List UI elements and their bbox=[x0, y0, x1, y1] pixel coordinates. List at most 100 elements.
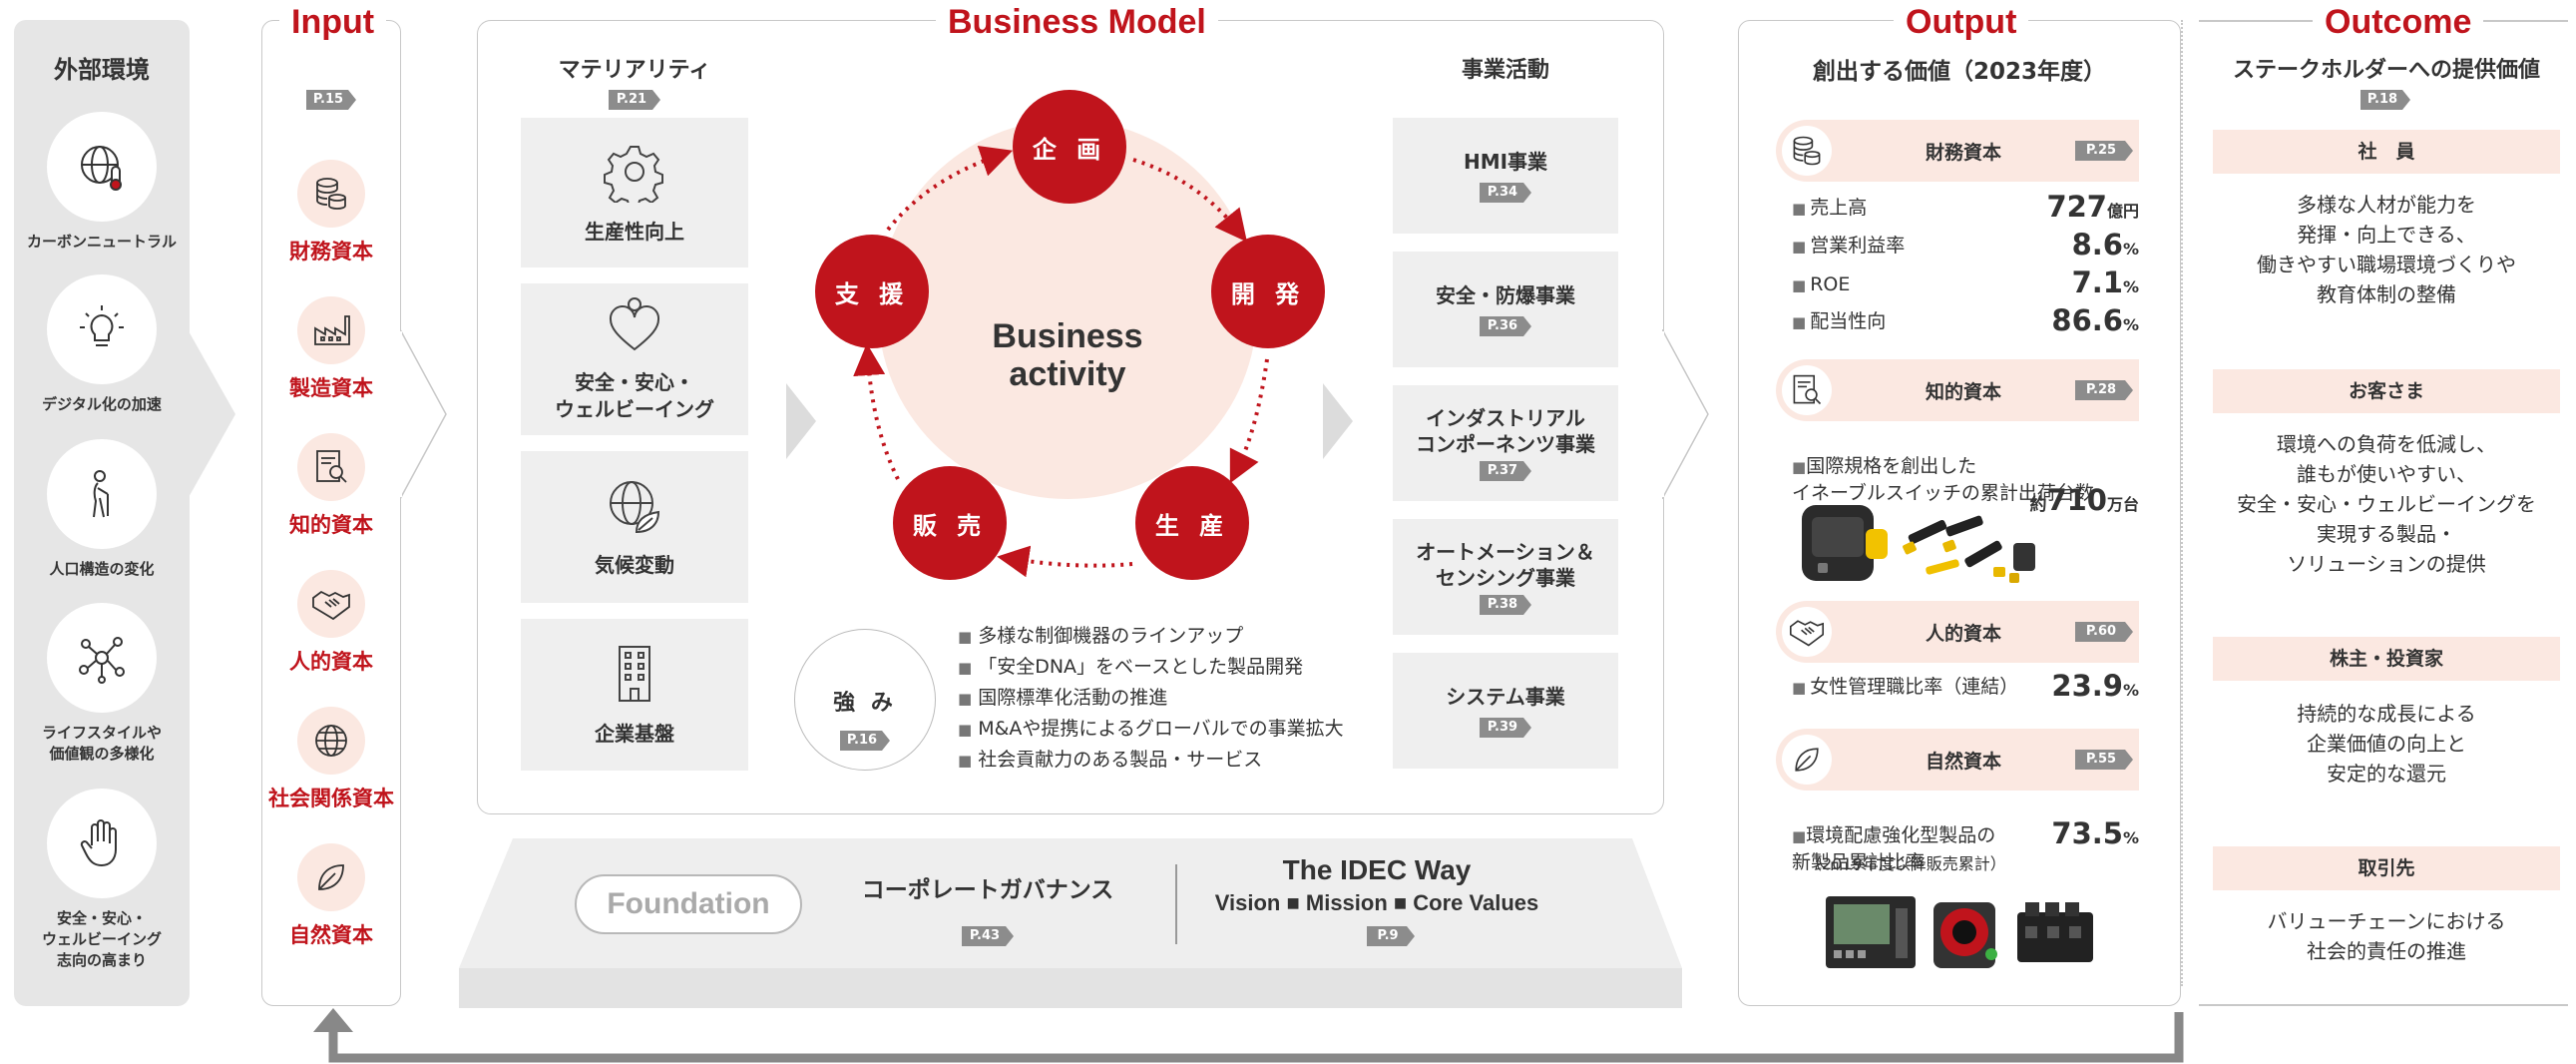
idec-way-subtitle: Vision ■ Mission ■ Core Values bbox=[1214, 890, 1539, 915]
factory-icon bbox=[297, 296, 365, 364]
strength-item: M&Aや提携によるグローバルでの事業拡大 bbox=[958, 714, 1343, 745]
external-label: ライフスタイルや 価値観の多様化 bbox=[41, 724, 162, 763]
input-item-manufacturing: 製造資本 bbox=[261, 296, 401, 402]
business-label: 安全・防爆事業 bbox=[1436, 283, 1575, 307]
gear-icon bbox=[604, 141, 665, 209]
external-item-safety: 安全・安心・ ウェルビーイング 志向の高まり bbox=[14, 789, 190, 971]
materiality-label: 企業基盤 bbox=[595, 721, 674, 746]
input-item-intellectual: 知的資本 bbox=[261, 433, 401, 539]
materiality-label: 安全・安心・ ウェルビーイング bbox=[555, 370, 714, 421]
strength-item: 「安全DNA」をベースとした製品開発 bbox=[958, 652, 1344, 683]
kpi-row-roe: ROE 7.1% bbox=[1792, 266, 2139, 301]
input-label: 社会関係資本 bbox=[268, 787, 394, 810]
business-page-badge[interactable]: P.37 bbox=[1480, 461, 1531, 481]
strength-item: 国際標準化活動の推進 bbox=[958, 683, 1344, 714]
business-model-title: Business Model bbox=[936, 2, 1218, 42]
idec-way-page-badge[interactable]: P.9 bbox=[1367, 926, 1415, 946]
strength-item: 社会貢献力のある製品・サービス bbox=[958, 745, 1344, 776]
materiality-label: 気候変動 bbox=[595, 552, 674, 577]
document-search-icon bbox=[1782, 365, 1832, 415]
materiality-page-badge[interactable]: P.21 bbox=[609, 90, 660, 110]
business-label: オートメーション＆ センシング事業 bbox=[1416, 540, 1595, 590]
input-item-natural: 自然資本 bbox=[261, 843, 401, 949]
materiality-item-safety: 安全・安心・ ウェルビーイング bbox=[521, 283, 748, 435]
activity-cycle-diagram bbox=[853, 120, 1269, 578]
input-item-social: 社会関係資本 bbox=[261, 707, 401, 812]
business-item-automation[interactable]: オートメーション＆ センシング事業 P.38 bbox=[1393, 519, 1618, 635]
stakeholder-suppliers-text: バリューチェーンにおける 社会的責任の推進 bbox=[2267, 909, 2506, 963]
output-natural-text: ■環境配慮強化型製品の 新製品累計比率 bbox=[1792, 824, 1996, 873]
activity-node-support[interactable]: 支 援 bbox=[815, 235, 929, 348]
input-label: 製造資本 bbox=[289, 376, 373, 400]
elderly-person-icon bbox=[47, 439, 157, 549]
stakeholder-shareholders-header: 株主・投資家 bbox=[2213, 637, 2560, 681]
coins-icon bbox=[297, 160, 365, 228]
business-item-system[interactable]: システム事業 P.39 bbox=[1393, 653, 1618, 769]
materiality-to-activity-chevron bbox=[786, 383, 816, 459]
strengths-page-badge[interactable]: P.16 bbox=[840, 731, 890, 751]
kpi-value: 7.1% bbox=[2071, 266, 2139, 299]
foundation-divider bbox=[1175, 864, 1177, 944]
business-page-badge[interactable]: P.34 bbox=[1480, 183, 1531, 203]
lightbulb-icon bbox=[47, 274, 157, 384]
business-page-badge[interactable]: P.39 bbox=[1480, 718, 1531, 738]
kpi-value: 86.6% bbox=[2051, 303, 2139, 337]
heart-person-icon bbox=[607, 295, 662, 357]
output-intellectual-header: 知的資本 P.28 bbox=[1776, 359, 2139, 421]
business-model-arrow bbox=[1662, 329, 1709, 499]
governance-label: コーポレートガバナンス bbox=[861, 877, 1114, 903]
input-title: Input bbox=[279, 2, 387, 42]
output-natural-value: 73.5% bbox=[2051, 816, 2139, 850]
output-intellectual-page-badge[interactable]: P.28 bbox=[2075, 380, 2133, 400]
business-label: インダストリアル コンポーネンツ事業 bbox=[1416, 406, 1595, 456]
governance-page-badge[interactable]: P.43 bbox=[962, 926, 1014, 946]
output-natural-page-badge[interactable]: P.55 bbox=[2075, 750, 2133, 770]
kpi-row-sales: 売上高 727億円 bbox=[1792, 190, 2139, 226]
output-human-page-badge[interactable]: P.60 bbox=[2075, 622, 2133, 642]
output-intellectual-title: 知的資本 bbox=[1926, 381, 2002, 403]
business-item-industrial-components[interactable]: インダストリアル コンポーネンツ事業 P.37 bbox=[1393, 385, 1618, 501]
materiality-title: マテリアリティ bbox=[558, 58, 711, 83]
kpi-row-payout-ratio: 配当性向 86.6% bbox=[1792, 303, 2139, 339]
kpi-label: 売上高 bbox=[1792, 193, 1867, 220]
input-item-financial: 財務資本 bbox=[261, 160, 401, 266]
activity-node-planning[interactable]: 企 画 bbox=[1013, 90, 1126, 204]
external-title: 外部環境 bbox=[54, 56, 150, 84]
kpi-value: 23.9% bbox=[2051, 669, 2139, 703]
output-intellectual-value: 約710万台 bbox=[2029, 483, 2139, 517]
globe-icon bbox=[297, 707, 365, 775]
kpi-label: 女性管理職比率（連結） bbox=[1792, 672, 2018, 699]
business-label: HMI事業 bbox=[1463, 150, 1548, 174]
external-label: 安全・安心・ ウェルビーイング 志向の高まり bbox=[41, 909, 162, 969]
output-natural-title: 自然資本 bbox=[1926, 751, 2002, 773]
business-item-safety[interactable]: 安全・防爆事業 P.36 bbox=[1393, 252, 1618, 367]
activity-node-production[interactable]: 生 産 bbox=[1135, 466, 1249, 580]
business-page-badge[interactable]: P.38 bbox=[1480, 595, 1531, 615]
output-financial-page-badge[interactable]: P.25 bbox=[2075, 141, 2133, 161]
leaf-icon bbox=[297, 843, 365, 911]
materiality-item-productivity: 生産性向上 bbox=[521, 118, 748, 267]
businesses-title: 事業活動 bbox=[1461, 58, 1549, 83]
input-label: 財務資本 bbox=[289, 240, 373, 264]
activity-node-sales[interactable]: 販 売 bbox=[893, 466, 1007, 580]
output-human-title: 人的資本 bbox=[1926, 623, 2002, 645]
external-item-digital: デジタル化の加速 bbox=[14, 274, 190, 415]
business-item-hmi[interactable]: HMI事業 P.34 bbox=[1393, 118, 1618, 234]
output-title: Output bbox=[1894, 2, 2029, 42]
output-financial-header: 財務資本 P.25 bbox=[1776, 120, 2139, 182]
stakeholder-employees-text: 多様な人材が能力を 発揮・向上できる、 働きやすい職場環境づくりや 教育体制の整… bbox=[2257, 193, 2516, 306]
strengths-title: 強 み bbox=[833, 691, 897, 716]
outcome-title: Outcome bbox=[2313, 2, 2484, 42]
kpi-row-operating-margin: 営業利益率 8.6% bbox=[1792, 228, 2139, 264]
idec-way-title: The IDEC Way bbox=[1282, 854, 1472, 885]
outcome-divider bbox=[2181, 20, 2183, 986]
outcome-page-badge[interactable]: P.18 bbox=[2361, 90, 2410, 110]
kpi-label: 配当性向 bbox=[1792, 306, 1886, 333]
kpi-label: ROE bbox=[1792, 273, 1850, 295]
activity-node-development[interactable]: 開 発 bbox=[1211, 235, 1325, 348]
input-page-badge[interactable]: P.15 bbox=[306, 90, 356, 110]
activity-center-label: Business activity bbox=[992, 317, 1143, 393]
business-page-badge[interactable]: P.36 bbox=[1480, 316, 1531, 336]
external-label: カーボンニュートラル bbox=[26, 233, 177, 251]
output-subtitle: 創出する価値（2023年度） bbox=[1812, 59, 2106, 85]
